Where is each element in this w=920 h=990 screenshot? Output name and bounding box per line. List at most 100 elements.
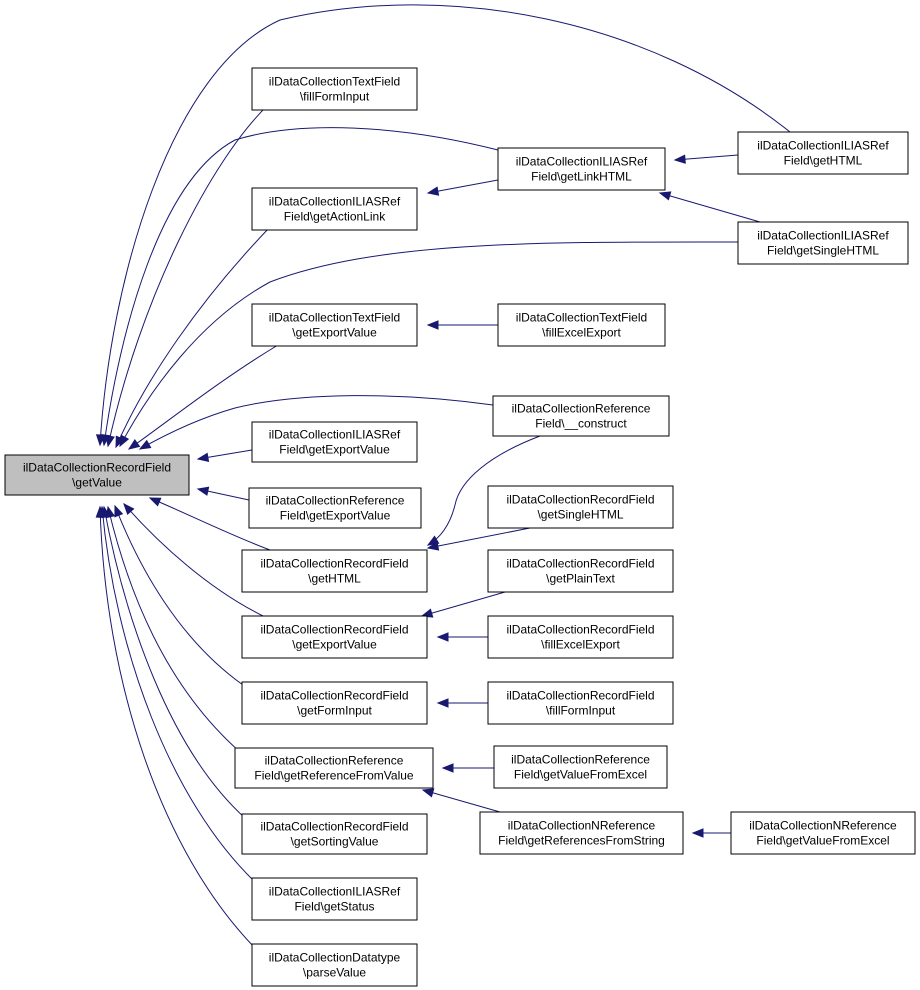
edge-line <box>114 505 244 686</box>
node-label-line: ilDataCollectionRecordField <box>506 689 654 703</box>
node-label-line: ilDataCollectionILIASRef <box>516 155 648 169</box>
node-tf_export[interactable]: ilDataCollectionTextField\getExportValue <box>251 303 418 347</box>
node-ilias_link[interactable]: ilDataCollectionILIASRefField\getLinkHTM… <box>497 147 666 191</box>
node-label-line: \getSingleHTML <box>537 508 623 522</box>
node-box <box>241 615 428 659</box>
node-box <box>487 549 674 593</box>
edge-line <box>115 226 271 448</box>
edge-ilias_html-to-root <box>95 4 791 447</box>
node-root[interactable]: ilDataCollectionRecordField\getValue <box>4 454 190 496</box>
node-label-line: ilDataCollectionTextField <box>516 311 647 325</box>
node-label-line: \getExportValue <box>292 326 377 340</box>
edge-line <box>99 4 791 446</box>
node-label-line: Field\getExportValue <box>280 509 391 523</box>
edge-arrowhead <box>148 497 162 507</box>
edge-arrowhead <box>196 452 210 462</box>
node-box <box>492 395 670 437</box>
node-label-line: Field\getActionLink <box>284 210 386 224</box>
node-label-line: \getSortingValue <box>291 835 379 849</box>
node-label-line: ilDataCollectionReference <box>512 402 651 416</box>
node-box <box>251 67 418 111</box>
node-label-line: ilDataCollectionRecordField <box>260 557 408 571</box>
node-label-line: ilDataCollectionRecordField <box>260 820 408 834</box>
node-label-line: ilDataCollectionRecordField <box>260 689 408 703</box>
node-nref_fromexcel[interactable]: ilDataCollectionNReferenceField\getValue… <box>730 811 916 855</box>
edge-line <box>103 127 499 446</box>
node-rf_export[interactable]: ilDataCollectionRecordField\getExportVal… <box>241 615 428 659</box>
node-label-line: ilDataCollectionRecordField <box>23 461 171 475</box>
edge-arrowhead <box>421 788 435 798</box>
node-tf_excel[interactable]: ilDataCollectionTextField\fillExcelExpor… <box>497 303 666 347</box>
node-rf_plain[interactable]: ilDataCollectionRecordField\getPlainText <box>487 549 674 593</box>
edge-ilias_export-to-root <box>196 449 253 462</box>
node-ilias_single[interactable]: ilDataCollectionILIASRefField\getSingleH… <box>737 221 909 265</box>
node-box <box>493 745 668 789</box>
node-label-line: Field\__construct <box>535 417 627 431</box>
edge-line <box>427 179 499 194</box>
edge-ilias_link-to-ilias_action <box>426 179 499 196</box>
edge-line <box>659 192 761 223</box>
node-label-line: ilDataCollectionILIASRef <box>269 428 401 442</box>
node-ref_getref[interactable]: ilDataCollectionReferenceField\getRefere… <box>234 747 434 789</box>
edge-arrowhead <box>114 504 124 518</box>
edge-line <box>101 506 256 883</box>
node-rf_fillform[interactable]: ilDataCollectionRecordField\fillFormInpu… <box>487 681 674 725</box>
node-label-line: Field\getReferencesFromString <box>498 834 665 848</box>
edge-tf_export-to-root <box>127 344 279 450</box>
node-label-line: \fillExcelExport <box>541 638 620 652</box>
edge-rf_html-to-root <box>148 497 271 551</box>
edge-arrowhead <box>426 186 440 196</box>
node-label-line: ilDataCollectionILIASRef <box>757 139 889 153</box>
node-box <box>737 131 909 175</box>
edge-line <box>427 435 541 546</box>
edge-line <box>139 395 494 450</box>
node-box <box>479 811 684 855</box>
node-label-line: ilDataCollectionRecordField <box>506 623 654 637</box>
node-label-line: \fillFormInput <box>300 90 370 104</box>
node-ref_construct[interactable]: ilDataCollectionReferenceField\__constru… <box>492 395 670 437</box>
node-rf_excel[interactable]: ilDataCollectionRecordField\fillExcelExp… <box>487 615 674 659</box>
edge-arrowhead <box>123 502 135 516</box>
edge-tf_fill-to-root <box>105 102 271 448</box>
node-label-line: \getValue <box>72 476 122 490</box>
edge-arrowhead <box>138 439 152 450</box>
node-label-line: ilDataCollectionDatatype <box>269 951 401 965</box>
nodes-layer: ilDataCollectionRecordField\getValueilDa… <box>4 67 916 987</box>
node-label-line: Field\getSingleHTML <box>767 244 879 258</box>
edge-line <box>119 241 739 447</box>
node-box <box>248 487 422 529</box>
node-box <box>241 813 428 855</box>
edge-dt_parse-to-root <box>95 505 256 949</box>
edge-ilias_single-to-ilias_link <box>658 191 761 223</box>
edge-arrowhead <box>119 434 130 448</box>
node-box <box>251 943 418 987</box>
node-label-line: ilDataCollectionRecordField <box>506 557 654 571</box>
edge-line <box>103 506 246 819</box>
edge-nref_fromexcel-to-nref_fromstring <box>691 828 731 838</box>
node-rf_html[interactable]: ilDataCollectionRecordField\getHTML <box>241 549 428 593</box>
edge-line <box>674 154 739 161</box>
node-tf_fill[interactable]: ilDataCollectionTextField\fillFormInput <box>251 67 418 111</box>
edge-arrowhead <box>691 828 704 838</box>
edge-ilias_status-to-root <box>98 505 256 883</box>
node-dt_parse[interactable]: ilDataCollectionDatatype\parseValue <box>251 943 418 987</box>
node-box <box>241 549 428 593</box>
node-rf_single[interactable]: ilDataCollectionRecordField\getSingleHTM… <box>487 485 674 529</box>
node-nref_fromstring[interactable]: ilDataCollectionNReferenceField\getRefer… <box>479 811 684 855</box>
node-label-line: \fillFormInput <box>546 704 616 718</box>
node-box <box>497 303 666 347</box>
edge-arrowhead <box>436 698 449 708</box>
node-rf_form[interactable]: ilDataCollectionRecordField\getFormInput <box>241 681 428 725</box>
node-rf_sort[interactable]: ilDataCollectionRecordField\getSortingVa… <box>241 813 428 855</box>
edge-tf_excel-to-tf_export <box>426 320 498 330</box>
node-box <box>241 681 428 725</box>
node-ref_export[interactable]: ilDataCollectionReferenceField\getExport… <box>248 487 422 529</box>
node-ilias_export[interactable]: ilDataCollectionILIASRefField\getExportV… <box>251 421 418 463</box>
node-ilias_action[interactable]: ilDataCollectionILIASRefField\getActionL… <box>251 187 418 231</box>
node-ref_fromexcel[interactable]: ilDataCollectionReferenceField\getValueF… <box>493 745 668 789</box>
node-box <box>251 877 418 921</box>
edge-rf_plain-to-rf_export <box>420 591 506 618</box>
